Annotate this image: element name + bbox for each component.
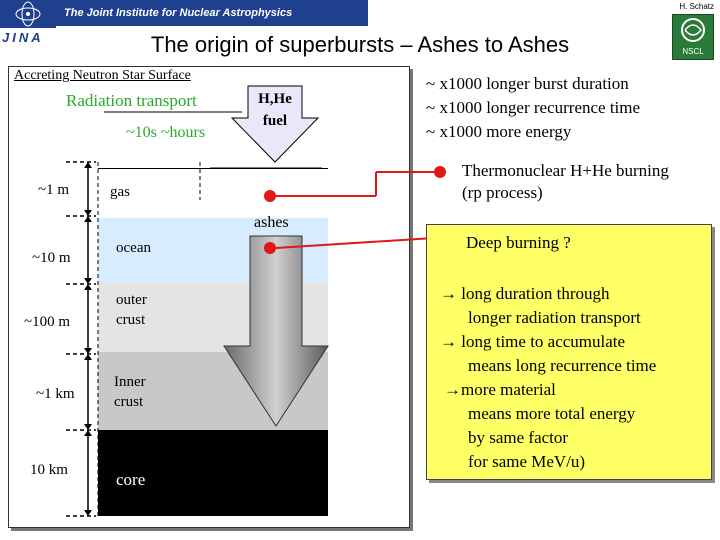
inner-crust-line1: Inner — [114, 374, 146, 390]
nscl-logo: NSCL — [672, 14, 714, 60]
atom-icon — [15, 1, 41, 27]
fuel-label-line1: H,He — [258, 91, 292, 107]
depth-label-1m: ~1 m — [38, 182, 70, 198]
jina-logo-text: JINA — [2, 30, 44, 45]
deep-line: by same factor — [468, 428, 569, 447]
core-label: core — [116, 470, 146, 489]
surface-label: Accreting Neutron Star Surface — [14, 68, 191, 83]
deep-line: →more material — [444, 380, 556, 399]
nscl-logo-text: NSCL — [682, 47, 704, 56]
deep-line: means long recurrence time — [468, 356, 657, 375]
outer-crust-label: outer crust — [116, 290, 147, 330]
jina-logo-graphic — [0, 0, 56, 28]
depth-label-10m: ~10 m — [32, 250, 71, 266]
jina-banner: The Joint Institute for Nuclear Astrophy… — [56, 0, 368, 26]
burning-marker-icon — [264, 190, 276, 202]
gas-layer — [98, 168, 328, 217]
summary-line: ~ x1000 longer recurrence time — [426, 98, 641, 117]
timescale-label: ~10s ~hours — [126, 124, 206, 141]
deep-line: means more total energy — [468, 404, 636, 423]
gas-label: gas — [110, 184, 130, 200]
author-label: H. Schatz — [679, 2, 714, 11]
summary-line: ~ x1000 longer burst duration — [426, 74, 629, 93]
fuel-arrow-icon — [230, 85, 320, 163]
core-layer — [98, 430, 328, 516]
deep-line: for same MeV/u) — [468, 452, 586, 471]
rp-line: Thermonuclear H+He burning — [462, 161, 669, 180]
deep-burning-title: Deep burning ? — [466, 233, 571, 252]
inner-crust-line2: crust — [114, 394, 144, 410]
outer-crust-line2: crust — [116, 312, 146, 328]
deep-line: → long duration through — [440, 284, 610, 303]
ashes-label: ashes — [254, 214, 289, 231]
rp-line: (rp process) — [462, 183, 543, 202]
depth-label-10km: 10 km — [30, 462, 68, 478]
radiation-transport-label: Radiation transport — [66, 91, 197, 110]
deep-line: → long time to accumulate — [440, 332, 626, 351]
outer-crust-line1: outer — [116, 292, 147, 308]
summary-list: ~ x1000 longer burst duration ~ x1000 lo… — [426, 72, 640, 144]
fuel-label-line2: fuel — [262, 113, 288, 129]
deep-burning-explanation: → long duration through longer radiation… — [436, 282, 706, 474]
depth-label-1km: ~1 km — [36, 386, 75, 402]
inner-crust-label: Inner crust — [114, 372, 146, 412]
ashes-arrow-icon — [223, 235, 329, 427]
deep-line: longer radiation transport — [468, 308, 641, 327]
rp-marker-icon — [434, 166, 446, 178]
deep-burning-marker-icon — [264, 242, 276, 254]
deep-burning-box — [426, 224, 712, 480]
nscl-emblem-icon — [681, 18, 705, 42]
summary-line: ~ x1000 more energy — [426, 122, 572, 141]
rp-process-label: Thermonuclear H+He burning (rp process) — [462, 160, 669, 204]
slide-title: The origin of superbursts – Ashes to Ash… — [150, 32, 570, 57]
ocean-label: ocean — [116, 240, 151, 256]
depth-label-100m: ~100 m — [24, 314, 71, 330]
fuel-label: H,He fuel — [250, 88, 300, 132]
